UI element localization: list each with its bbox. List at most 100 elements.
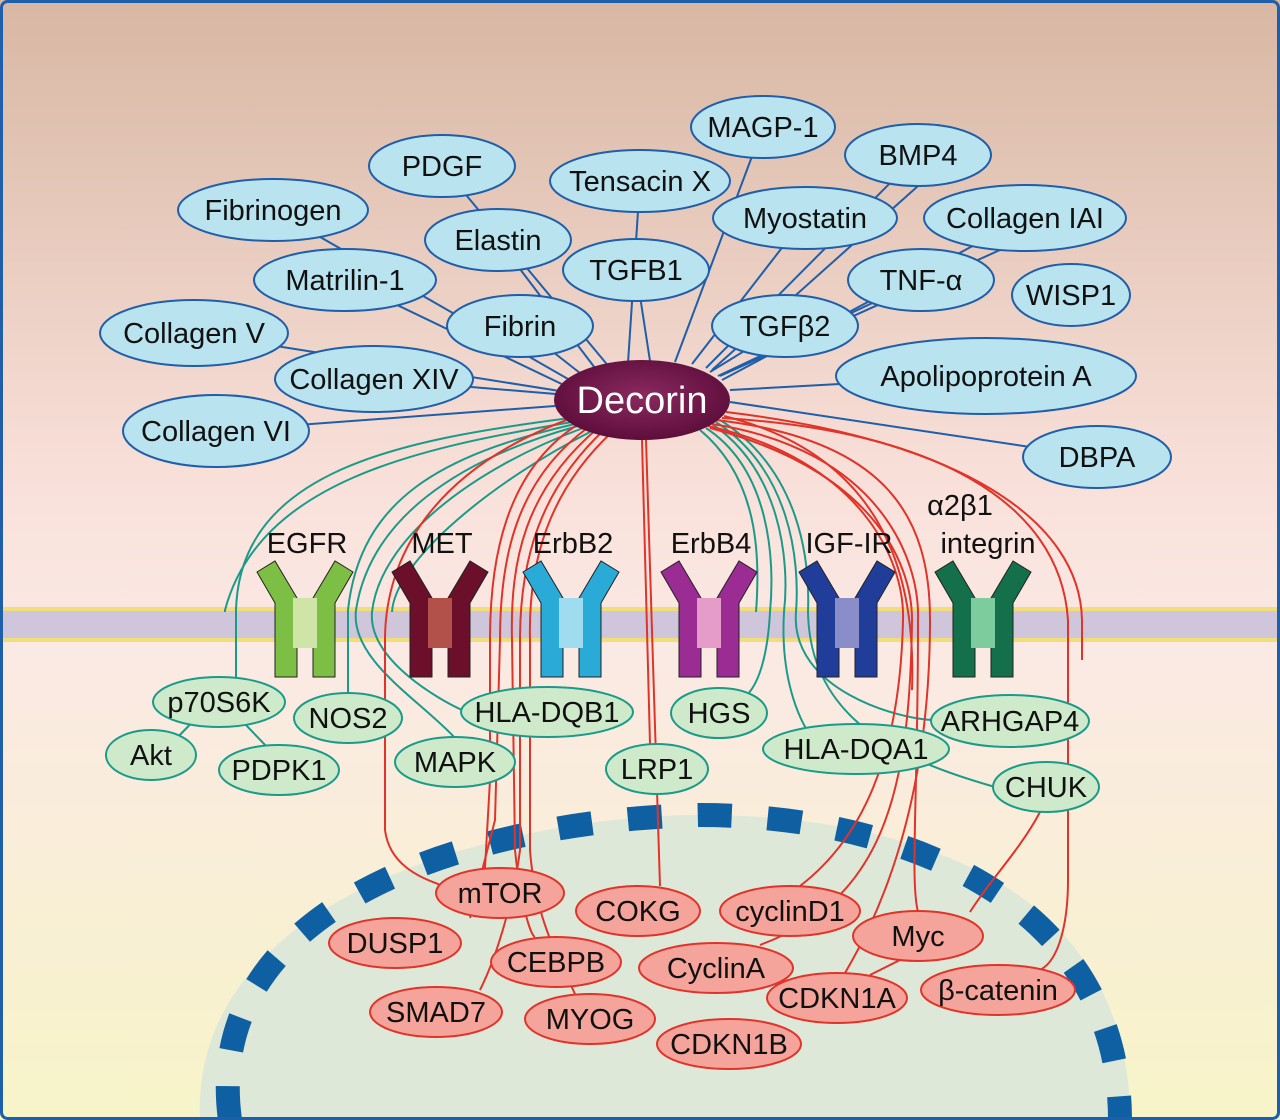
nucleus-envelope <box>215 802 1132 1120</box>
receptor-igf1r-right-arm <box>854 560 896 678</box>
ecm-node-elastin: Elastin <box>424 208 572 272</box>
nuclear-node-mtor-label: mTOR <box>458 878 543 910</box>
cyto-node-p70s6k-label: p70S6K <box>167 687 271 719</box>
link-decorin-integrin <box>725 411 1083 660</box>
nuclear-node-cyclind1-shape <box>719 885 861 937</box>
nuclear-node-cebpb-shape <box>490 936 622 988</box>
nuclear-node-cyclina-label: CyclinA <box>667 953 766 985</box>
ecm-node-tnfa-shape <box>847 248 995 312</box>
cyto-node-akt: Akt <box>105 729 197 781</box>
cyto-node-hladqa1-shape <box>762 723 950 775</box>
ecm-node-tgfb2-shape <box>711 294 859 358</box>
receptor-met-label: MET <box>411 528 473 560</box>
nuclear-node-cdkn1a-shape <box>766 972 908 1024</box>
link-decorin-dusp1 <box>469 425 591 919</box>
receptor-erbb2: ErbB2 <box>522 528 620 678</box>
ecm-node-magp1-label: MAGP-1 <box>707 112 818 144</box>
ecm-node-matrilin: Matrilin-1 <box>253 248 437 312</box>
ecm-node-collagen_vi: Collagen VI <box>122 394 310 468</box>
link-decorin-erbb4 <box>699 429 759 613</box>
ecm-node-tensacin: Tensacin X <box>549 149 731 213</box>
link-decorin-egfr-b <box>391 431 591 613</box>
cyto-node-hgs-shape <box>670 687 768 739</box>
ecm-node-collagen_vi-shape <box>122 394 310 468</box>
membrane-outer-line-top <box>0 607 1280 611</box>
ecm-node-tgfb2: TGFβ2 <box>711 294 859 358</box>
link-decorin-hladqa1 <box>711 423 811 736</box>
nuclear-node-cdkn1a-label: CDKN1A <box>778 983 896 1015</box>
cyto-node-arhgap4: ARHGAP4 <box>930 694 1090 748</box>
ecm-node-collagen_xiv-shape <box>274 345 474 413</box>
receptor-integrin-left-arm <box>934 560 976 678</box>
receptor-erbb4-left-arm <box>660 560 702 678</box>
link-decorin-cokg <box>645 439 661 887</box>
receptor-met: MET <box>391 528 489 678</box>
nuclear-node-cyclind1-label: cyclinD1 <box>735 896 845 928</box>
link-decorin-lrp1 <box>641 439 651 745</box>
cyto-node-mapk-label: MAPK <box>414 747 497 779</box>
link-decorin-cdkn1a <box>715 419 932 974</box>
cyto-node-chuk-shape <box>992 761 1100 813</box>
ecm-node-magp1-shape <box>690 95 836 159</box>
cyto-node-akt-label: Akt <box>130 740 172 772</box>
cyto-node-nos2-label: NOS2 <box>309 703 388 735</box>
ecm-node-fibrinogen: Fibrinogen <box>177 178 369 242</box>
ecm-node-tnfa-label: TNF-α <box>880 265 963 297</box>
cyto-node-chuk-label: CHUK <box>1005 772 1088 804</box>
ecm-node-wisp1: WISP1 <box>1011 263 1131 327</box>
receptor-egfr: EGFR <box>256 528 354 678</box>
nuclear-node-bcatenin: β-catenin <box>920 964 1076 1016</box>
receptor-egfr-right-arm <box>312 560 354 678</box>
nuclear-node-cokg-label: COKG <box>595 896 680 928</box>
nuclear-node-smad7-label: SMAD7 <box>386 997 486 1029</box>
ecm-node-fibrin-label: Fibrin <box>484 311 557 343</box>
nuclear-node-myog-shape <box>524 993 656 1045</box>
nuclear-node-smad7-shape <box>369 986 503 1038</box>
ecm-node-apolipo-shape <box>835 337 1137 415</box>
cyto-node-mapk-shape <box>394 736 516 788</box>
cyto-node-arhgap4-shape <box>930 694 1090 748</box>
nuclear-node-cokg-shape <box>575 885 701 937</box>
receptor-egfr-label: EGFR <box>267 528 348 560</box>
cyto-node-chuk: CHUK <box>992 761 1100 813</box>
hub-decorin-shape <box>554 360 730 440</box>
cyto-node-lrp1: LRP1 <box>605 743 709 795</box>
link-magp1-decorin <box>674 126 764 363</box>
ecm-node-elastin-label: Elastin <box>454 225 541 257</box>
nuclear-node-mtor: mTOR <box>435 867 565 919</box>
receptor-erbb2-core <box>559 598 583 648</box>
receptor-egfr-core <box>293 598 317 648</box>
nuclear-node-myc-label: Myc <box>891 921 944 953</box>
ecm-node-pdgf-shape <box>368 134 516 198</box>
cyto-node-akt-shape <box>105 729 197 781</box>
membrane-band <box>0 611 1280 638</box>
nuclear-node-cokg: COKG <box>575 885 701 937</box>
nuclear-node-cyclina-shape <box>638 942 794 994</box>
receptor-integrin-label-line1: α2β1 <box>927 490 993 522</box>
link-decorin-cyclina <box>709 427 914 946</box>
ecm-node-pdgf: PDGF <box>368 134 516 198</box>
cyto-node-hladqa1-label: HLA-DQA1 <box>783 734 928 766</box>
ecm-node-collagen_iai-label: Collagen IAI <box>946 203 1104 235</box>
link-decorin-mtor-b <box>484 422 581 869</box>
link-decorin-hgs <box>705 427 773 701</box>
ecm-node-tensacin-shape <box>549 149 731 213</box>
ecm-node-collagen_xiv-label: Collagen XIV <box>289 364 459 396</box>
link-decorin-hladqb1 <box>370 427 584 711</box>
receptor-erbb4-core <box>697 598 721 648</box>
cyto-node-p70s6k-shape <box>152 676 286 728</box>
cyto-node-pdpk1-shape <box>218 744 340 796</box>
cyto-node-hladqb1-label: HLA-DQB1 <box>474 697 619 729</box>
nuclear-node-cyclina: CyclinA <box>638 942 794 994</box>
cyto-node-mapk: MAPK <box>394 736 516 788</box>
ecm-node-tgfb1-label: TGFB1 <box>589 255 682 287</box>
nuclear-node-mtor-shape <box>435 867 565 919</box>
cyto-node-pdpk1-label: PDPK1 <box>231 755 326 787</box>
nuclear-node-dusp1-label: DUSP1 <box>347 928 444 960</box>
receptor-erbb2-label: ErbB2 <box>533 528 614 560</box>
ecm-node-myostatin-label: Myostatin <box>743 203 867 235</box>
